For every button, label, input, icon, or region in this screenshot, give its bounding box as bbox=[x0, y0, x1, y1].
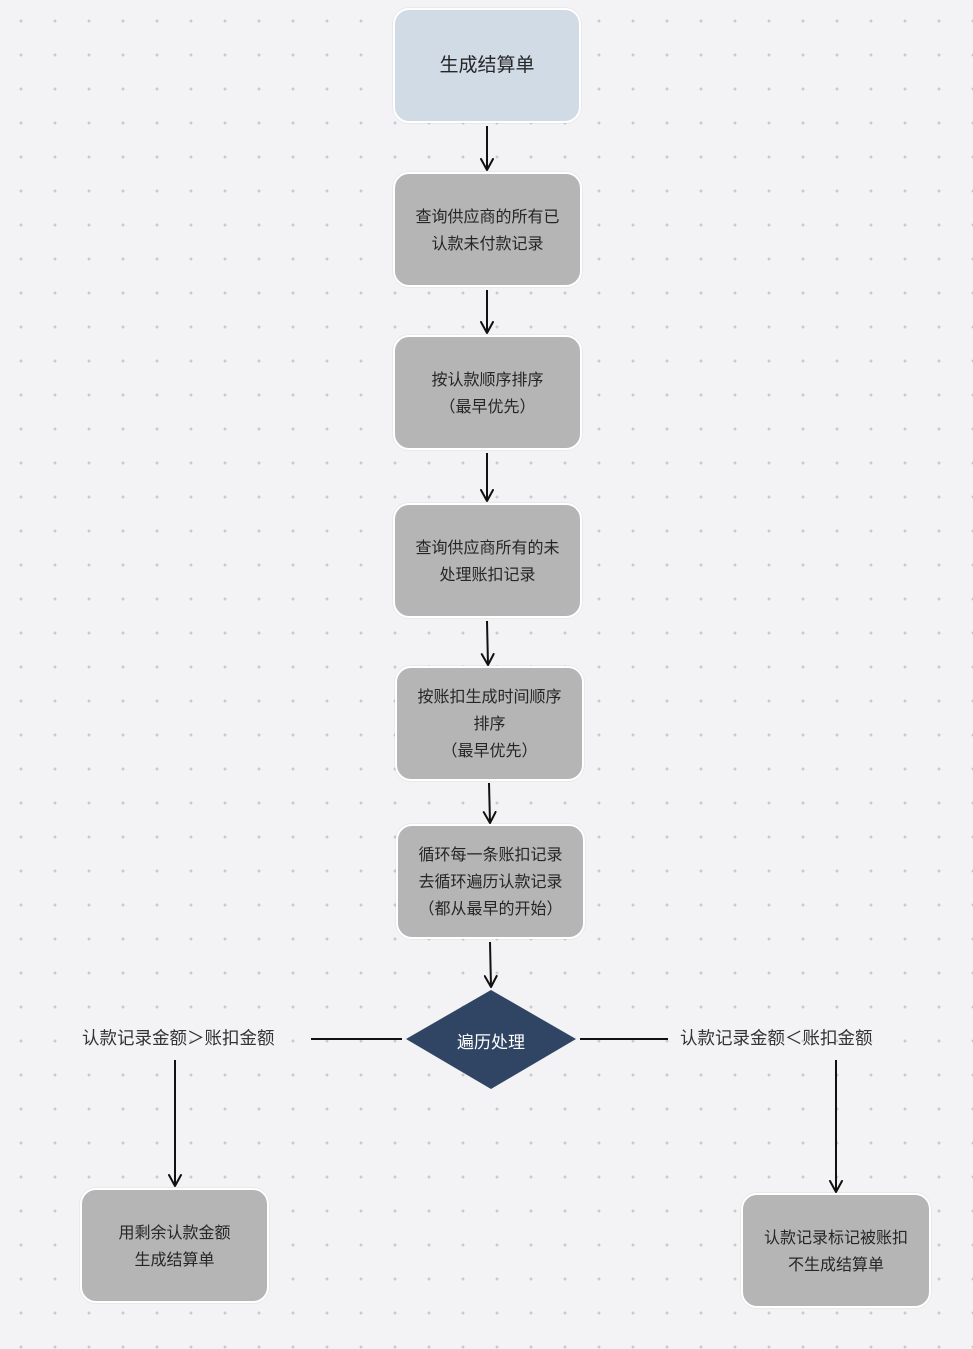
arrow-loop-to-decision bbox=[483, 941, 498, 988]
node-query-recognized-records[interactable]: 查询供应商的所有已 认款未付款记录 bbox=[393, 172, 582, 287]
edge-label-left-condition: 认款记录金额＞账扣金额 bbox=[82, 1029, 275, 1049]
decision-label: 遍历处理 bbox=[457, 1032, 525, 1053]
node-sort-recognized-records[interactable]: 按认款顺序排序 （最早优先） bbox=[393, 335, 582, 450]
node-generate-with-remaining[interactable]: 用剩余认款金额 生成结算单 bbox=[80, 1188, 269, 1303]
node-sort-deduction-records[interactable]: 按账扣生成时间顺序 排序 （最早优先） bbox=[395, 666, 584, 781]
arrow-sort-deductions-to-loop bbox=[482, 782, 497, 824]
node-loop-deduction-records[interactable]: 循环每一条账扣记录 去循环遍历认款记录 （都从最早的开始） bbox=[396, 824, 585, 939]
arrow-query-deductions-to-sort bbox=[480, 620, 495, 666]
decision-diamond[interactable] bbox=[406, 990, 576, 1089]
node-query-deduction-records[interactable]: 查询供应商所有的未 处理账扣记录 bbox=[393, 503, 582, 618]
edge-label-right-condition: 认款记录金额＜账扣金额 bbox=[680, 1029, 873, 1049]
node-mark-deducted[interactable]: 认款记录标记被账扣 不生成结算单 bbox=[741, 1193, 931, 1308]
node-generate-settlement[interactable]: 生成结算单 bbox=[393, 8, 581, 123]
